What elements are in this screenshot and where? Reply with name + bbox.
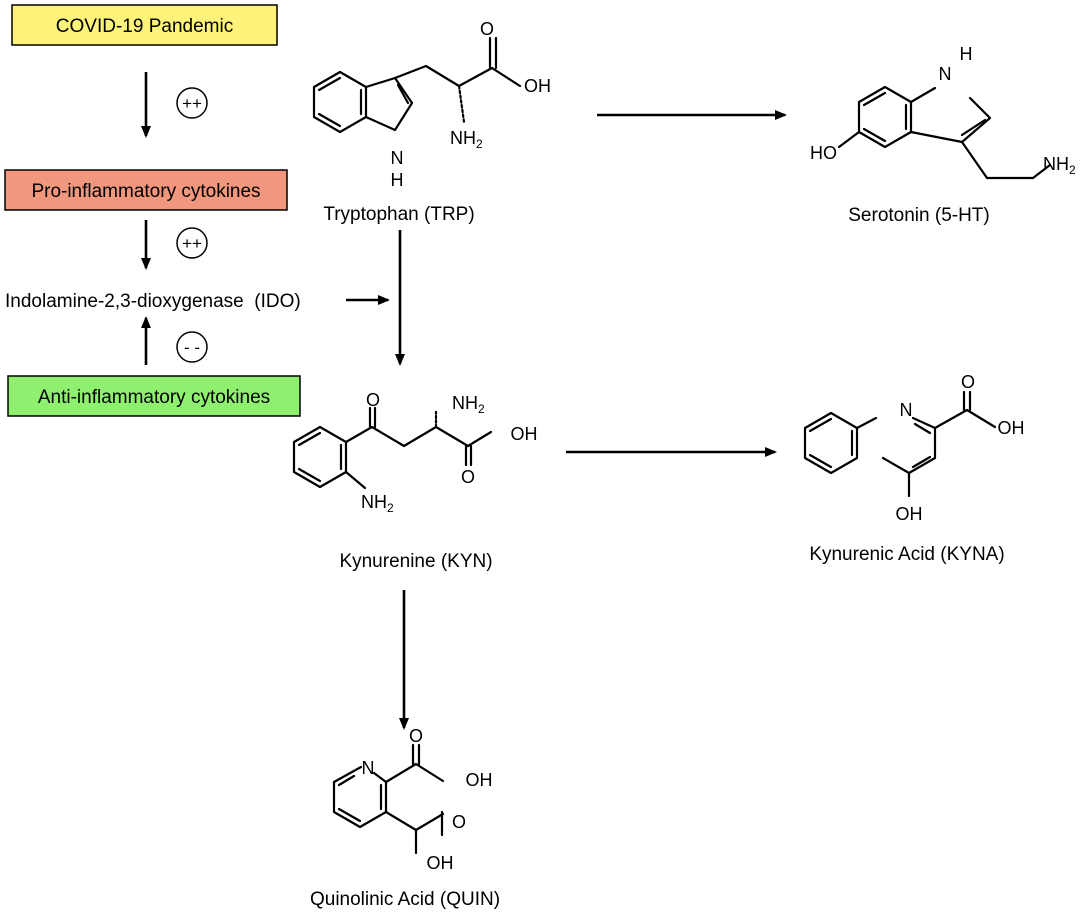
kyna-ring-oh: OH	[896, 504, 923, 524]
quin-o2: O	[452, 812, 466, 832]
kyn-alpha-nh2: NH2	[452, 393, 485, 416]
covid-box-bg	[11, 4, 278, 46]
trp-ring-n: N	[391, 148, 404, 168]
serotonin-ring-h: H	[960, 44, 973, 64]
serotonin-label: Serotonin (5-HT)	[848, 205, 990, 226]
trp-o: O	[480, 19, 494, 39]
pro-box-bg	[4, 169, 288, 211]
trp-ring-h: H	[391, 170, 404, 190]
upregulate-symbol-2: ++	[176, 227, 208, 259]
kyn-ketone-o: O	[366, 390, 380, 410]
upregulate-symbol-1-text: ++	[182, 94, 202, 113]
trp-nh2: NH2	[450, 128, 483, 151]
kyna-acid-o: O	[961, 372, 975, 392]
kyn-ring-nh2: NH2	[361, 492, 394, 515]
quin-oh1: OH	[466, 770, 493, 790]
pro-inflammatory-box: Pro-inflammatory cytokines	[4, 169, 288, 211]
anti-box-label: Anti-inflammatory cytokines	[38, 387, 270, 408]
upregulate-symbol-1: ++	[176, 87, 208, 119]
kynurenic-acid-structure	[803, 390, 997, 498]
serotonin-structure	[837, 85, 1052, 180]
kynurenine-structure	[292, 406, 493, 490]
downregulate-symbol: - -	[176, 331, 208, 363]
trp-oh: OH	[524, 76, 551, 96]
kyna-acid-oh: OH	[998, 418, 1025, 438]
tryptophan-label: Tryptophan (TRP)	[323, 204, 474, 225]
downregulate-symbol-text: - -	[184, 338, 200, 357]
quinolinic-acid-structure	[332, 743, 445, 855]
kynurenic-acid-label: Kynurenic Acid (KYNA)	[809, 544, 1004, 565]
quin-oh2: OH	[427, 853, 454, 873]
quin-ring-n: N	[362, 758, 375, 778]
kyn-acid-o: O	[461, 467, 475, 487]
ido-enzyme-label: Indolamine-2,3-dioxygenase (IDO)	[5, 291, 301, 312]
covid-box-label: COVID-19 Pandemic	[56, 16, 233, 37]
anti-box-bg	[7, 375, 301, 417]
kyna-ring-n: N	[900, 400, 913, 420]
covid-box: COVID-19 Pandemic	[11, 4, 278, 46]
tryptophan-structure	[312, 36, 522, 134]
pro-box-label: Pro-inflammatory cytokines	[31, 181, 260, 202]
upregulate-symbol-2-text: ++	[182, 234, 202, 253]
kyn-oh: OH	[511, 424, 538, 444]
kynurenine-label: Kynurenine (KYN)	[339, 551, 492, 572]
serotonin-ring-n: N	[939, 64, 952, 84]
serotonin-ho: HO	[810, 143, 837, 163]
quin-o1: O	[409, 726, 423, 746]
quinolinic-acid-label: Quinolinic Acid (QUIN)	[310, 889, 500, 910]
serotonin-nh2: NH2	[1043, 154, 1076, 177]
anti-inflammatory-box: Anti-inflammatory cytokines	[7, 375, 301, 417]
